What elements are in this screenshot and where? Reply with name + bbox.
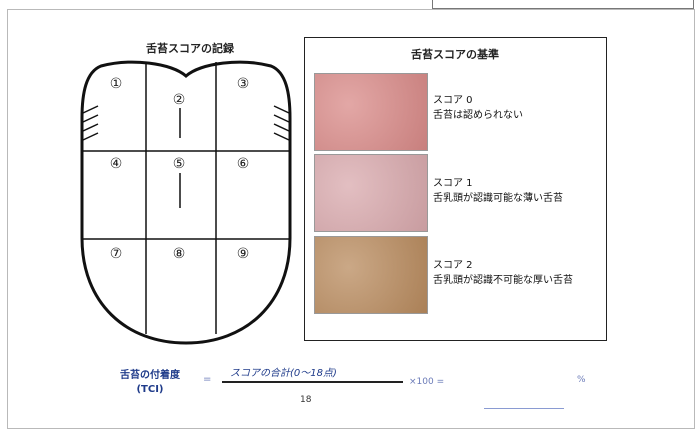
- score-1-text: スコア 1 舌乳頭が認識可能な薄い舌苔: [433, 176, 563, 206]
- score-0-desc: 舌苔は認められない: [433, 110, 523, 121]
- tci-label: 舌苔の付着度 (TCI): [110, 369, 190, 397]
- top-frame: [432, 0, 694, 9]
- score-0-label: スコア 0: [433, 95, 473, 106]
- score-2-swatch: [314, 236, 428, 314]
- zone-1-label: ①: [110, 76, 123, 92]
- formula-denominator: 18: [300, 395, 312, 405]
- score-1-desc: 舌乳頭が認識可能な薄い舌苔: [433, 193, 563, 204]
- zone-4-label: ④: [110, 156, 123, 172]
- tci-label-line1: 舌苔の付着度: [120, 370, 180, 381]
- record-title: 舌苔スコアの記録: [146, 42, 234, 55]
- tongue-diagram: ① ② ③ ④ ⑤ ⑥ ⑦ ⑧ ⑨: [80, 60, 292, 345]
- zone-7-label: ⑦: [110, 246, 123, 262]
- percent-unit: %: [577, 375, 586, 385]
- score-0-swatch: [314, 73, 428, 151]
- formula-numerator: スコアの合計(0〜18点): [230, 368, 337, 379]
- times-hundred: ×100 =: [409, 377, 445, 387]
- zone-2-label: ②: [173, 92, 186, 108]
- score-2-desc: 舌乳頭が認識不可能な厚い舌苔: [433, 275, 573, 286]
- equals-sign: =: [203, 374, 212, 385]
- criteria-panel: 舌苔スコアの基準 スコア 0 舌苔は認められない スコア 1 舌乳頭が認識可能な…: [304, 37, 607, 341]
- answer-blank[interactable]: [484, 408, 564, 409]
- zone-6-label: ⑥: [237, 156, 250, 172]
- score-1-label: スコア 1: [433, 178, 473, 189]
- zone-5-label: ⑤: [173, 156, 186, 172]
- fraction-bar: [222, 381, 403, 383]
- criteria-title: 舌苔スコアの基準: [411, 48, 499, 61]
- zone-3-label: ③: [237, 76, 250, 92]
- score-0-text: スコア 0 舌苔は認められない: [433, 93, 523, 123]
- score-2-label: スコア 2: [433, 260, 473, 271]
- score-2-text: スコア 2 舌乳頭が認識不可能な厚い舌苔: [433, 258, 573, 288]
- zone-9-label: ⑨: [237, 246, 250, 262]
- score-1-swatch: [314, 154, 428, 232]
- tci-label-line2: (TCI): [136, 384, 164, 395]
- zone-8-label: ⑧: [173, 246, 186, 262]
